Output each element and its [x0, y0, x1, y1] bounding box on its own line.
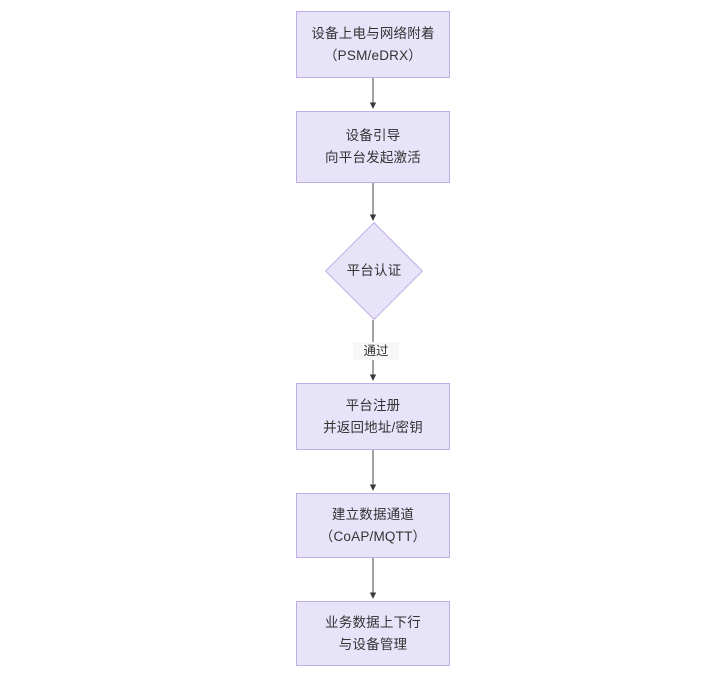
node-business-data[interactable]: 业务数据上下行 与设备管理	[296, 601, 450, 666]
node-business-data-label: 业务数据上下行 与设备管理	[325, 614, 421, 652]
node-bootstrap-label: 设备引导 向平台发起激活	[325, 128, 421, 165]
node-data-channel[interactable]: 建立数据通道 （CoAP/MQTT）	[296, 493, 450, 558]
node-power-on-label: 设备上电与网络附着 （PSM/eDRX）	[311, 25, 435, 63]
node-platform-auth[interactable]: 平台认证	[325, 222, 423, 320]
node-platform-register[interactable]: 平台注册 并返回地址/密钥	[296, 383, 450, 450]
node-power-on[interactable]: 设备上电与网络附着 （PSM/eDRX）	[296, 11, 450, 78]
node-platform-auth-label: 平台认证	[346, 263, 402, 278]
node-data-channel-label: 建立数据通道 （CoAP/MQTT）	[319, 506, 427, 544]
diamond-shape-icon	[325, 222, 423, 320]
edge-label-pass: 通过	[353, 342, 399, 360]
node-bootstrap[interactable]: 设备引导 向平台发起激活	[296, 111, 450, 183]
node-platform-register-label: 平台注册 并返回地址/密钥	[323, 397, 423, 435]
